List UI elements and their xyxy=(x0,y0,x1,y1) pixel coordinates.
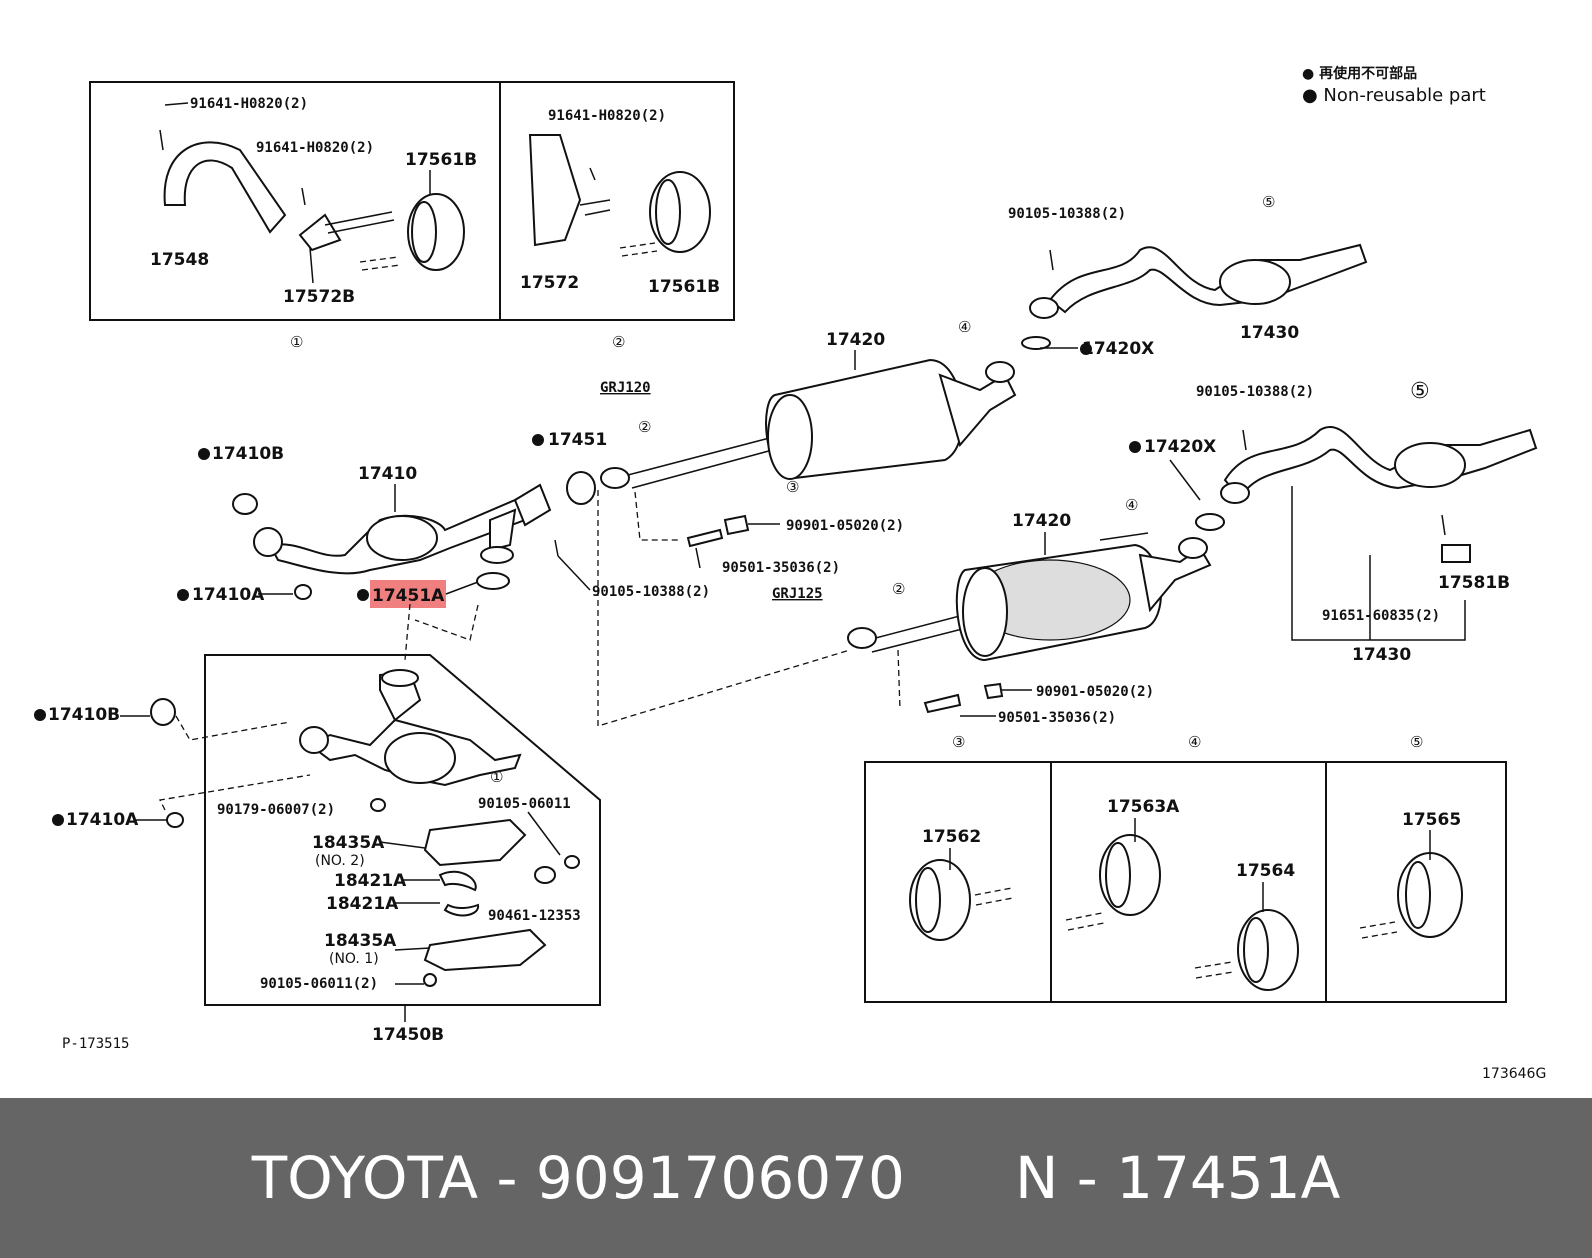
label-17420-b: 17420 xyxy=(1012,511,1071,531)
ref-right: 173646G xyxy=(1482,1066,1546,1082)
ref-left: P-173515 xyxy=(62,1036,129,1052)
label-17451: 17451 xyxy=(548,430,607,450)
label-18421A-b: 18421A xyxy=(326,894,399,914)
label-91651: 91651-60835(2) xyxy=(1322,608,1440,624)
circle-4-bottom: ④ xyxy=(1188,733,1201,751)
inset-17450B xyxy=(204,654,601,1006)
circle-5-a: ⑤ xyxy=(1262,193,1275,211)
label-no2: (NO. 2) xyxy=(315,853,365,869)
circle-2-mid: ② xyxy=(638,418,651,436)
label-91641-c: 91641-H0820(2) xyxy=(548,108,666,124)
label-90105-10388-a: 90105-10388(2) xyxy=(1008,206,1126,222)
label-17410A-b: 17410A xyxy=(66,810,139,830)
label-17410A-a: 17410A xyxy=(192,585,265,605)
circle-1-top: ① xyxy=(290,333,303,351)
label-18435A-b: 18435A xyxy=(324,931,397,951)
label-17430-a: 17430 xyxy=(1240,323,1299,343)
inset-box-1 xyxy=(89,81,735,321)
label-17548: 17548 xyxy=(150,250,209,270)
legend-en: ● Non-reusable part xyxy=(1302,85,1486,106)
front-pipe-17410 xyxy=(232,471,596,600)
circle-2-b: ② xyxy=(892,580,905,598)
label-90901-b: 90901-05020(2) xyxy=(1036,684,1154,700)
footer-part-number: TOYOTA - 9091706070 xyxy=(251,1144,905,1212)
circle-4-b: ④ xyxy=(1125,496,1138,514)
footer-text: TOYOTA - 9091706070 N - 17451A xyxy=(0,1098,1592,1258)
label-17451A: 17451A xyxy=(372,586,445,606)
circle-5-b: ⑤ xyxy=(1410,379,1430,404)
label-17565: 17565 xyxy=(1402,810,1461,830)
label-17420X-b: 17420X xyxy=(1144,437,1216,457)
label-17410B-a: 17410B xyxy=(212,444,284,464)
circle-3-bottom: ③ xyxy=(952,733,965,751)
label-17572B: 17572B xyxy=(283,287,355,307)
label-91641-a: 91641-H0820(2) xyxy=(190,96,308,112)
circle-3-mid: ③ xyxy=(786,478,799,496)
grj120-label: GRJ120 xyxy=(600,380,651,396)
label-18421A-a: 18421A xyxy=(334,871,407,891)
label-17562: 17562 xyxy=(922,827,981,847)
label-90105-10388-c: 90105-10388(2) xyxy=(1196,384,1314,400)
label-17572: 17572 xyxy=(520,273,579,293)
label-17563A: 17563A xyxy=(1107,797,1180,817)
label-17410: 17410 xyxy=(358,464,417,484)
label-no1: (NO. 1) xyxy=(329,951,379,967)
label-17581B: 17581B xyxy=(1438,573,1510,593)
label-17420-a: 17420 xyxy=(826,330,885,350)
label-90461: 90461-12353 xyxy=(488,908,581,924)
label-17410B-b: 17410B xyxy=(48,705,120,725)
label-17561B-b: 17561B xyxy=(648,277,720,297)
label-17420X-a: 17420X xyxy=(1082,339,1154,359)
grj125-label: GRJ125 xyxy=(772,586,823,602)
label-90105-06011-a: 90105-06011 xyxy=(478,796,571,812)
circle-1-inset: ① xyxy=(490,768,503,786)
highlight-17451A xyxy=(370,580,446,608)
label-90501-a: 90501-35036(2) xyxy=(722,560,840,576)
circle-5-bottom: ⑤ xyxy=(1410,733,1423,751)
label-91641-b: 91641-H0820(2) xyxy=(256,140,374,156)
label-90501-b: 90501-35036(2) xyxy=(998,710,1116,726)
circle-2-top: ② xyxy=(612,333,625,351)
label-17561B-a: 17561B xyxy=(405,150,477,170)
footer-bar: TOYOTA - 9091706070 N - 17451A xyxy=(0,1098,1592,1258)
tailpipe-17430-b xyxy=(1195,426,1538,563)
exhaust-parts-diagram: ● 再使用不可部品 ● Non-reusable part 91641-H082… xyxy=(34,65,1546,1082)
inset-boxes-345 xyxy=(864,761,1507,1003)
legend-jp: ● 再使用不可部品 xyxy=(1302,65,1417,82)
label-90105-06011-b: 90105-06011(2) xyxy=(260,976,378,992)
muffler-assembly-grj120 xyxy=(600,336,1051,489)
label-17450B: 17450B xyxy=(372,1025,444,1045)
label-17564: 17564 xyxy=(1236,861,1295,881)
footer-reference: N - 17451A xyxy=(1014,1144,1341,1212)
label-17430-b: 17430 xyxy=(1352,645,1411,665)
label-18435A-a: 18435A xyxy=(312,833,385,853)
label-90901-a: 90901-05020(2) xyxy=(786,518,904,534)
label-90105-10388-b: 90105-10388(2) xyxy=(592,584,710,600)
label-90179: 90179-06007(2) xyxy=(217,802,335,818)
tailpipe-17430-a xyxy=(1029,243,1368,319)
circle-4-a: ④ xyxy=(958,318,971,336)
